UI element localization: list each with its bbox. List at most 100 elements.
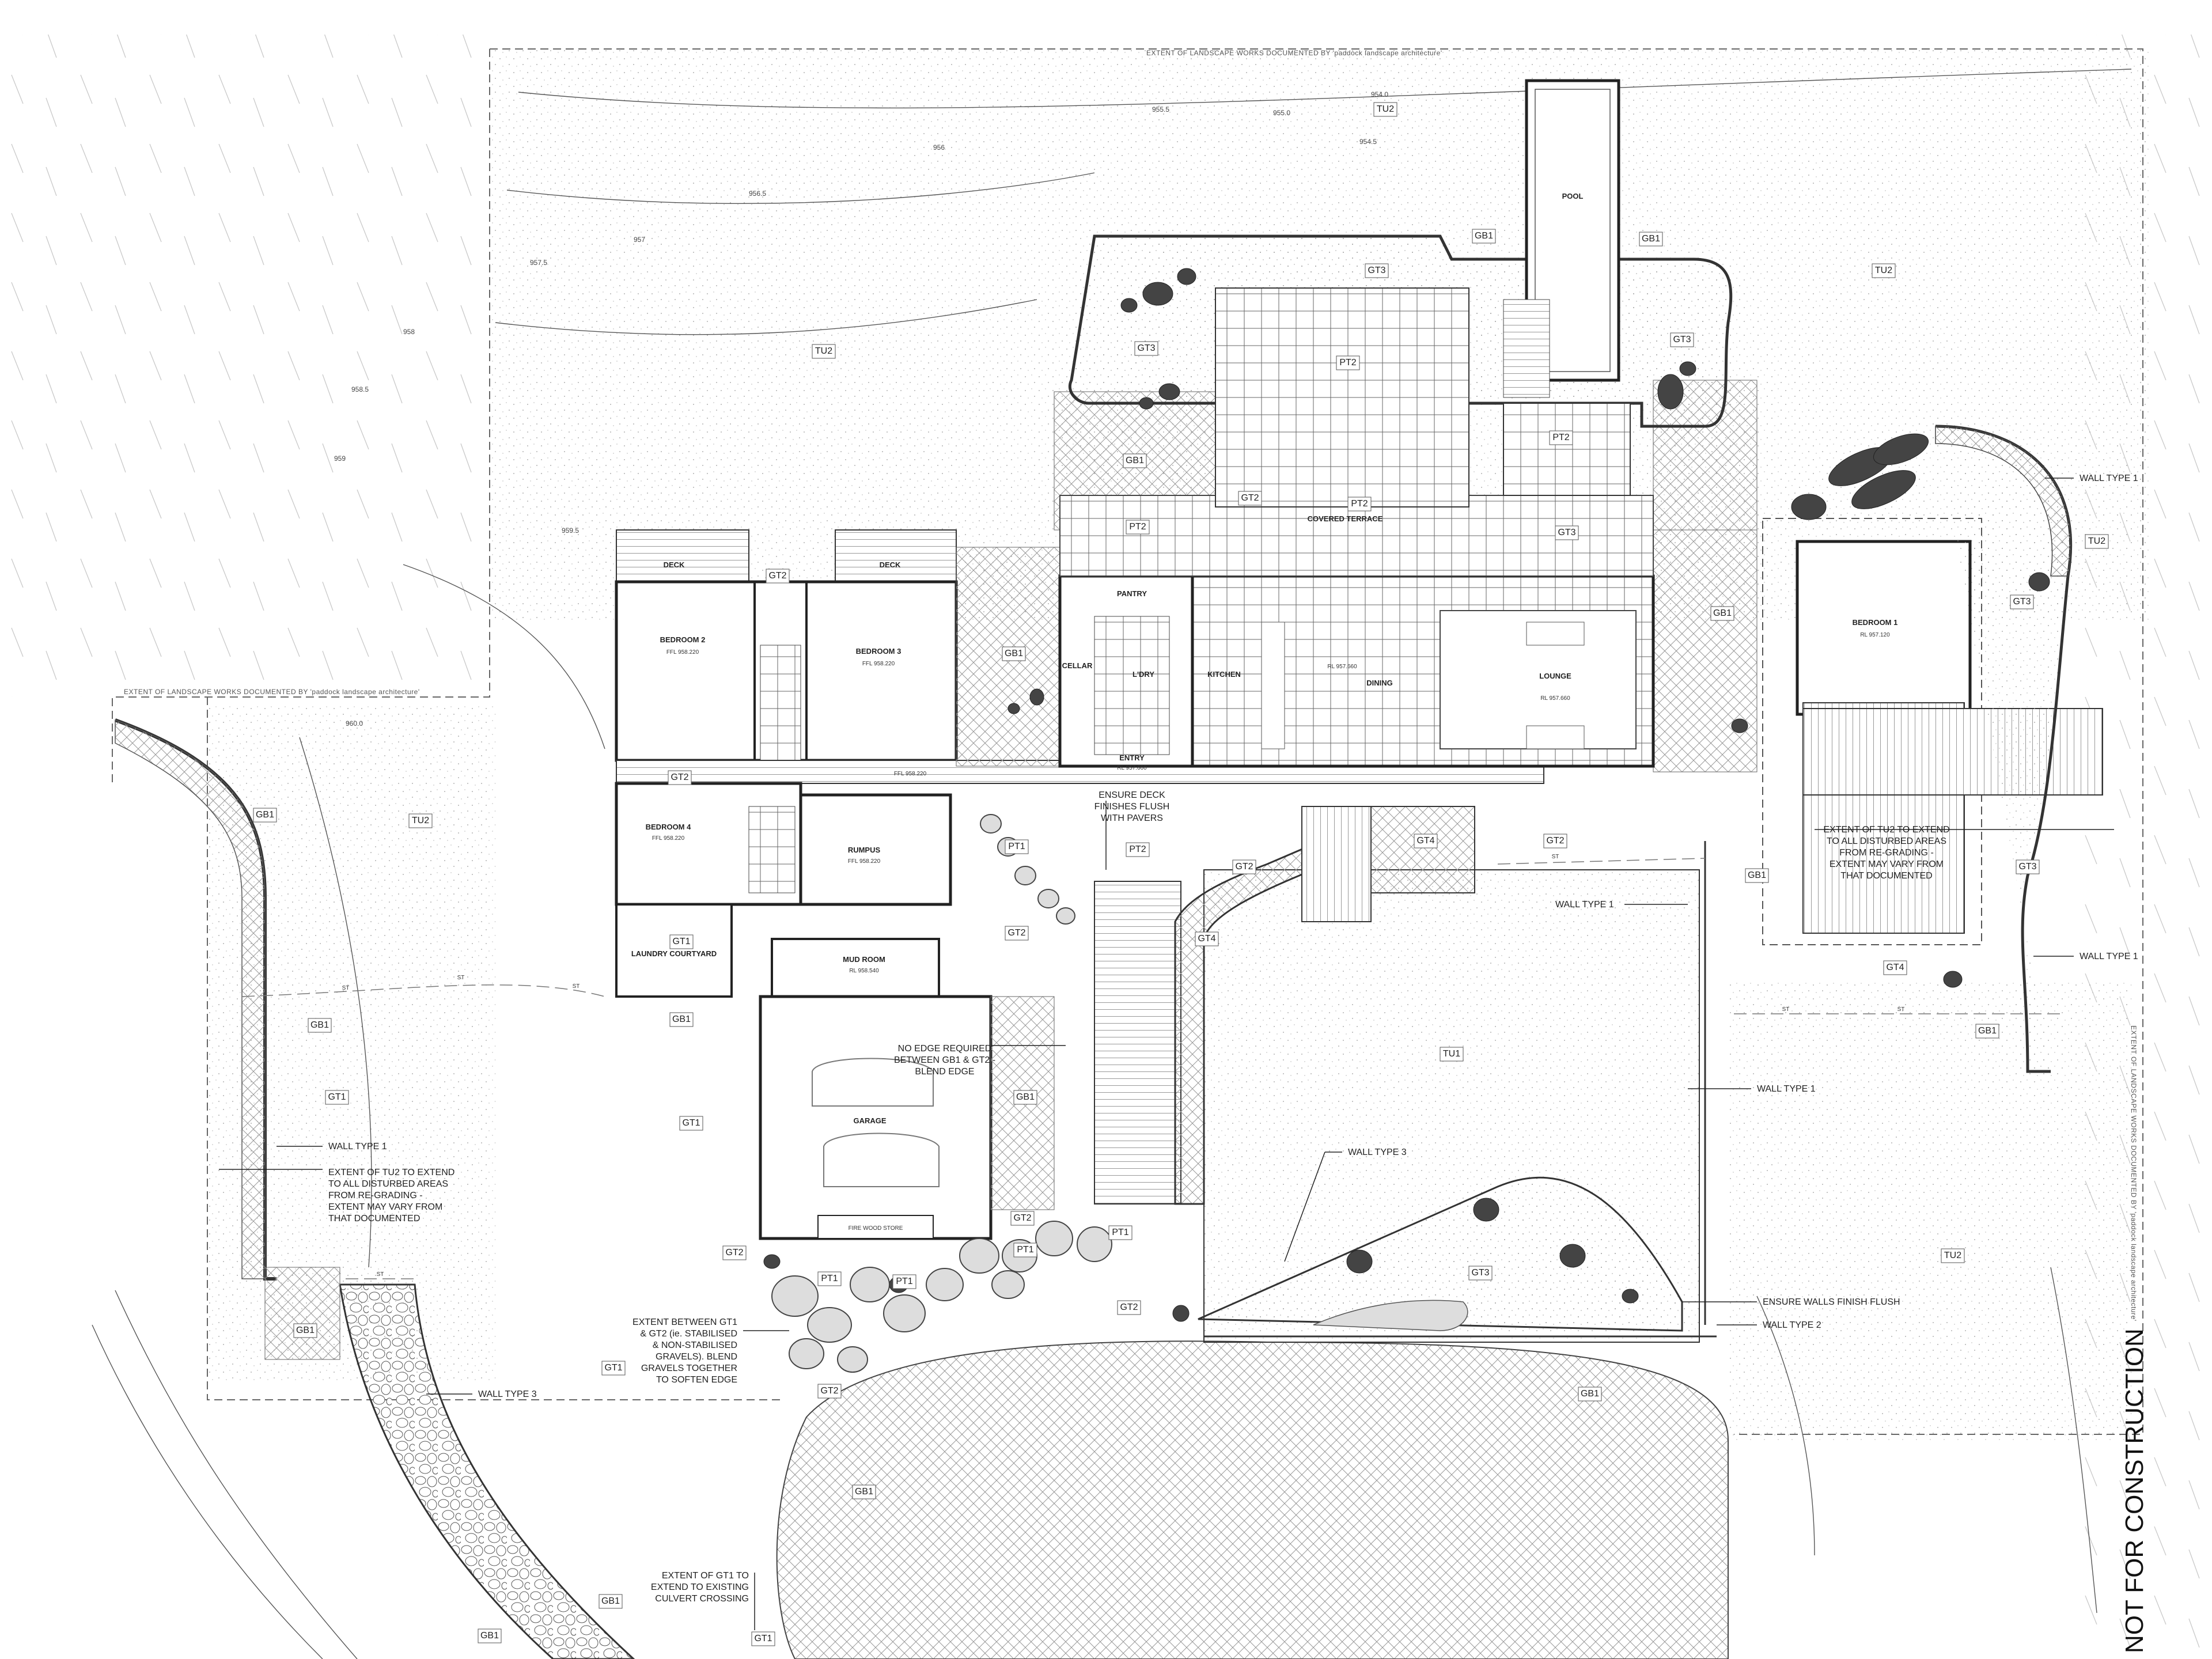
svg-text:955.5: 955.5	[1152, 105, 1169, 113]
note-tu2-left-2: TO ALL DISTURBED AREAS	[328, 1179, 448, 1189]
note-wall-type-2: WALL TYPE 2	[1763, 1320, 1821, 1330]
svg-text:GT4: GT4	[1886, 963, 1904, 972]
note-gt1-gt2-3: & NON-STABILISED	[653, 1340, 737, 1350]
svg-text:GT3: GT3	[1368, 266, 1385, 275]
svg-text:956: 956	[933, 143, 945, 151]
note-tu2-left-5: THAT DOCUMENTED	[328, 1214, 420, 1224]
svg-text:959.5: 959.5	[562, 527, 579, 535]
contour-lines	[299, 69, 2132, 1613]
svg-text:955.0: 955.0	[1273, 109, 1290, 117]
svg-text:958.5: 958.5	[351, 385, 369, 393]
pool-label: POOL	[1562, 192, 1584, 200]
svg-text:ST: ST	[573, 983, 580, 990]
svg-text:FFL 958.220: FFL 958.220	[862, 661, 895, 667]
note-gt1-gt2-4: GRAVELS). BLEND	[656, 1352, 737, 1362]
kitchen-label: KITCHEN	[1207, 670, 1241, 679]
svg-text:GT2: GT2	[820, 1386, 838, 1396]
cellar-label: CELLAR	[1062, 661, 1093, 670]
bedroom1-label: BEDROOM 1	[1853, 618, 1898, 627]
gb1-strip-east	[1653, 529, 1758, 772]
note-wall-type-1-se: WALL TYPE 1	[1757, 1084, 1816, 1094]
entry-label: ENTRY	[1119, 753, 1145, 762]
note-wall-type-1-e: WALL TYPE 1	[2080, 952, 2138, 961]
note-no-edge-1: NO EDGE REQUIRED	[898, 1044, 992, 1054]
svg-text:GB1: GB1	[672, 1014, 691, 1024]
svg-text:RL 957.660: RL 957.660	[1540, 695, 1570, 702]
extent-note-right: EXTENT OF LANDSCAPE WORKS DOCUMENTED BY …	[2130, 1025, 2138, 1321]
svg-text:GT3: GT3	[2018, 862, 2036, 872]
note-tu2-right-4: EXTENT MAY VARY FROM	[1830, 859, 1944, 869]
svg-text:ST: ST	[342, 985, 350, 991]
svg-text:GT2: GT2	[1120, 1302, 1138, 1312]
note-tu2-left-3: FROM RE-GRADING -	[328, 1191, 423, 1200]
st-labels: ST ST ST ST ST ST ST	[342, 854, 1905, 1278]
svg-text:GB1: GB1	[1475, 231, 1493, 241]
svg-text:GB1: GB1	[310, 1020, 329, 1030]
not-for-construction-stamp: NOT FOR CONSTRUCTION	[2120, 1328, 2149, 1653]
note-wall-type-3-bed: WALL TYPE 3	[1348, 1147, 1407, 1157]
note-ensure-deck-2: FINISHES FLUSH	[1094, 802, 1170, 812]
svg-text:GT1: GT1	[604, 1363, 622, 1373]
svg-text:954.5: 954.5	[1359, 138, 1377, 146]
note-gt1-culvert-1: EXTENT OF GT1 TO	[662, 1571, 749, 1581]
note-tu2-right-3: FROM RE-GRADING -	[1839, 848, 1934, 858]
laundry-label: LAUNDRY COURTYARD	[631, 949, 717, 958]
svg-text:GB1: GB1	[296, 1325, 315, 1335]
svg-text:PT2: PT2	[1129, 522, 1146, 532]
svg-text:RL 957.120: RL 957.120	[1860, 632, 1890, 638]
garage-label: GARAGE	[853, 1116, 886, 1125]
svg-text:GT2: GT2	[1235, 862, 1253, 872]
svg-text:959: 959	[334, 454, 346, 463]
svg-text:960.0: 960.0	[346, 719, 363, 728]
svg-text:GT3: GT3	[2013, 597, 2031, 607]
room-labels: POOL COVERED TERRACE DECK DECK BEDROOM 2…	[631, 192, 1898, 1232]
svg-text:GT2: GT2	[1013, 1213, 1031, 1223]
svg-text:GT3: GT3	[1137, 343, 1155, 353]
note-ensure-deck-1: ENSURE DECK	[1099, 790, 1165, 800]
note-gt1-gt2-5: GRAVELS TOGETHER	[641, 1363, 737, 1373]
lounge-label: LOUNGE	[1539, 672, 1571, 680]
svg-text:GT1: GT1	[754, 1634, 772, 1643]
note-wall-type-1-ne: WALL TYPE 1	[2080, 474, 2138, 483]
note-gt1-culvert-2: EXTEND TO EXISTING	[651, 1582, 749, 1592]
note-ensure-deck-3: WITH PAVERS	[1101, 813, 1163, 823]
svg-text:TU2: TU2	[2088, 536, 2105, 546]
dining-label: DINING	[1366, 679, 1393, 687]
note-gt1-culvert-3: CULVERT CROSSING	[655, 1594, 749, 1604]
svg-text:TU2: TU2	[1875, 266, 1892, 275]
extent-note-top: EXTENT OF LANDSCAPE WORKS DOCUMENTED BY …	[1146, 49, 1442, 57]
svg-text:GB1: GB1	[1581, 1389, 1599, 1399]
svg-text:PT1: PT1	[896, 1277, 912, 1286]
svg-text:PT1: PT1	[1112, 1228, 1128, 1237]
svg-text:TU2: TU2	[1944, 1251, 1961, 1260]
note-tu2-right-1: EXTENT OF TU2 TO EXTEND	[1823, 825, 1949, 835]
bedroom4-label: BEDROOM 4	[646, 823, 692, 831]
svg-text:ST: ST	[1552, 854, 1559, 860]
svg-text:GT2: GT2	[671, 772, 688, 782]
west-wing	[615, 529, 1544, 1240]
svg-text:GB1: GB1	[601, 1596, 620, 1606]
svg-text:GT2: GT2	[1546, 836, 1564, 846]
svg-text:TU2: TU2	[815, 346, 832, 356]
note-gt1-gt2-2: & GT2 (ie. STABILISED	[640, 1329, 737, 1339]
svg-text:GB1: GB1	[855, 1487, 873, 1497]
note-tu2-right-5: THAT DOCUMENTED	[1840, 871, 1932, 881]
svg-text:957: 957	[634, 236, 645, 244]
gb1-turning-circle	[776, 1340, 1729, 1659]
svg-text:GT2: GT2	[725, 1248, 743, 1257]
svg-text:FFL 958.220: FFL 958.220	[848, 858, 881, 865]
svg-text:GB1: GB1	[1126, 456, 1144, 465]
note-wall-type-3-swale: WALL TYPE 3	[478, 1389, 537, 1399]
svg-text:GB1: GB1	[480, 1631, 499, 1641]
note-wall-type-1-drive: WALL TYPE 1	[1555, 900, 1614, 910]
svg-text:RL 957.660: RL 957.660	[1327, 664, 1357, 670]
svg-text:ST: ST	[377, 1271, 384, 1278]
svg-text:GB1: GB1	[1748, 870, 1766, 880]
svg-text:GT3: GT3	[1558, 528, 1575, 537]
svg-text:TU2: TU2	[412, 816, 429, 825]
notes: WALL TYPE 1 WALL TYPE 1 WALL TYPE 1 WALL…	[328, 474, 2138, 1604]
svg-text:GB1: GB1	[1642, 234, 1660, 244]
ldry-label: L'DRY	[1132, 670, 1154, 679]
svg-text:957.5: 957.5	[530, 259, 547, 267]
